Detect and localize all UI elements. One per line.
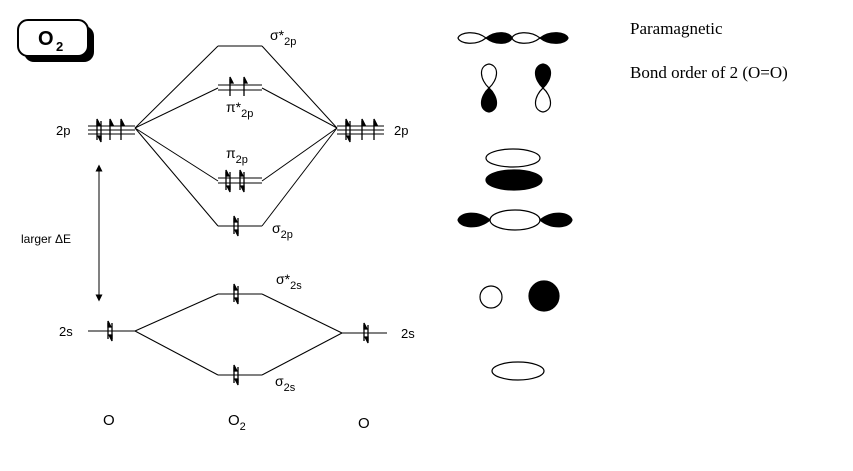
orbital-shapes xyxy=(457,32,573,381)
badge-subscript: 2 xyxy=(56,39,63,54)
electrons-left-2s xyxy=(107,320,113,342)
label-molecule: O2 xyxy=(228,412,246,433)
correlation-lines xyxy=(134,45,343,376)
orbital-sigma-2p xyxy=(457,209,573,231)
label-left-2p: 2p xyxy=(56,123,70,138)
electrons-sigma-2s xyxy=(233,364,239,386)
label-pi-2p: π2p xyxy=(226,145,248,166)
orbital-sigma-star-2s xyxy=(479,280,560,312)
delta-e-label: larger ΔE xyxy=(21,232,71,246)
magnetism-text: Paramagnetic xyxy=(630,19,723,38)
electrons-sigma-star-2s xyxy=(233,283,239,305)
molecule-badge: O 2 xyxy=(17,19,94,62)
label-left-atom: O xyxy=(103,412,115,429)
orbital-pi-star-2p xyxy=(480,63,552,113)
label-sigma-2p: σ2p xyxy=(272,220,293,241)
orbital-sigma-star-2p xyxy=(457,32,569,44)
label-sigma-2s: σ2s xyxy=(275,373,296,394)
label-left-2s: 2s xyxy=(59,324,73,339)
energy-level-lines xyxy=(88,45,387,376)
label-sigma-star-2p: σ*2p xyxy=(270,27,296,48)
bond-order-text: Bond order of 2 (O=O) xyxy=(630,63,788,82)
label-right-2p: 2p xyxy=(394,123,408,138)
electrons-right-2s xyxy=(363,322,369,344)
label-sigma-star-2s: σ*2s xyxy=(276,271,302,292)
label-right-2s: 2s xyxy=(401,326,415,341)
orbital-sigma-2s xyxy=(491,361,545,381)
label-right-atom: O xyxy=(358,415,370,432)
label-pi-star-2p: π*2p xyxy=(226,99,253,120)
electron-arrows xyxy=(96,76,379,386)
electrons-pi-2p xyxy=(225,169,245,193)
electrons-sigma-2p xyxy=(233,215,239,237)
electrons-right-2p xyxy=(345,118,379,143)
electrons-left-2p xyxy=(96,118,126,143)
orbital-pi-2p xyxy=(485,148,543,191)
badge-molecule: O xyxy=(38,28,54,50)
electrons-pi-star-2p xyxy=(229,76,249,96)
